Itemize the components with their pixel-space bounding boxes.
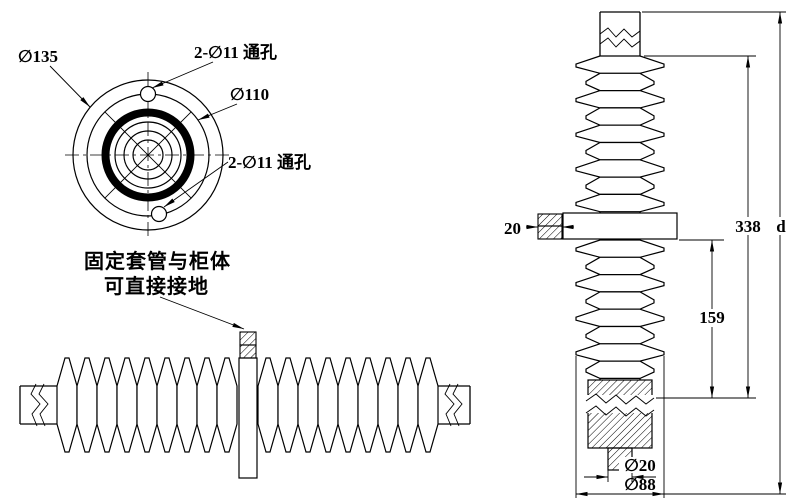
shed <box>317 357 339 453</box>
ground-note: 固定套管与柜体 可直接接地 <box>84 249 245 330</box>
shed <box>575 124 665 144</box>
text-backing <box>696 309 729 327</box>
ground-clamp <box>537 225 563 240</box>
dim-total-d: d <box>776 217 786 236</box>
dia20-dim: ∅20 <box>624 456 656 475</box>
top-view-flange: ∅135 2-∅11 通孔 ∅110 2-∅11 通孔 <box>18 43 311 238</box>
conductor-section <box>587 379 653 449</box>
shed <box>585 291 655 310</box>
shed <box>297 357 319 453</box>
shed <box>585 141 655 161</box>
shed <box>397 357 419 453</box>
shed <box>585 325 655 345</box>
text-backing <box>732 217 765 235</box>
shed <box>575 274 665 293</box>
leader-holes-top <box>151 61 214 89</box>
ground-clamp <box>537 213 563 227</box>
shed <box>116 357 138 453</box>
shed <box>575 239 665 258</box>
break-line <box>452 383 463 427</box>
note-line1: 固定套管与柜体 <box>84 249 231 273</box>
note-line2: 可直接接地 <box>104 274 209 298</box>
shed <box>575 343 665 362</box>
shed <box>176 357 198 453</box>
shed <box>96 357 118 453</box>
shed <box>585 176 655 196</box>
inner-circle <box>114 121 182 189</box>
shed <box>337 357 359 453</box>
break-line <box>599 27 641 38</box>
center-bore <box>132 139 164 171</box>
shed <box>575 89 665 109</box>
break-line <box>444 383 455 427</box>
holes-side-label: 2-∅11 通孔 <box>228 153 311 172</box>
shed <box>196 357 218 453</box>
shed <box>136 357 158 453</box>
mounting-plate <box>238 357 258 479</box>
shed <box>76 357 98 453</box>
shed <box>575 159 665 178</box>
ground-clamp <box>239 344 257 359</box>
shed <box>585 360 655 379</box>
shed <box>277 357 299 453</box>
note-leader <box>159 296 245 330</box>
leader-dia110 <box>197 103 238 121</box>
dia110-label: ∅110 <box>230 85 269 104</box>
through-hole-bottom <box>150 205 168 223</box>
break-line <box>585 393 655 405</box>
leader-holes-side <box>163 161 229 208</box>
break-line <box>585 405 655 417</box>
dim-159: 159 <box>699 308 725 327</box>
shed <box>585 256 655 276</box>
shed <box>575 55 665 74</box>
shed <box>156 357 178 453</box>
outer-circle-135 <box>72 79 224 231</box>
ground-clamp <box>239 331 257 346</box>
shed <box>257 357 279 453</box>
dim-338: 338 <box>735 217 761 236</box>
seal-ring <box>101 108 195 202</box>
mounting-flange <box>562 212 678 240</box>
text-backing <box>772 217 789 235</box>
break-line <box>38 383 49 427</box>
shed <box>377 357 399 453</box>
front-view-vertical <box>537 11 678 471</box>
clamp-width-dim: 20 <box>504 219 521 238</box>
shed <box>575 308 665 328</box>
leader-dia135 <box>49 65 91 108</box>
shed <box>575 193 665 213</box>
shed <box>216 357 238 453</box>
shed <box>585 72 655 92</box>
shed <box>56 357 78 453</box>
through-hole-top <box>139 85 157 103</box>
break-line <box>30 383 41 427</box>
dimensions: 20 338 d 159 ∅20 ∅88 <box>504 11 789 498</box>
shed <box>357 357 379 453</box>
dia135-label: ∅135 <box>18 47 58 66</box>
dia88-dim: ∅88 <box>624 475 656 494</box>
holes-top-label: 2-∅11 通孔 <box>194 43 277 62</box>
inner-circle <box>123 130 173 180</box>
shed <box>585 107 655 126</box>
break-line <box>599 37 641 48</box>
side-view-horizontal <box>19 331 471 479</box>
text-backing <box>619 457 661 473</box>
shed <box>417 357 439 453</box>
